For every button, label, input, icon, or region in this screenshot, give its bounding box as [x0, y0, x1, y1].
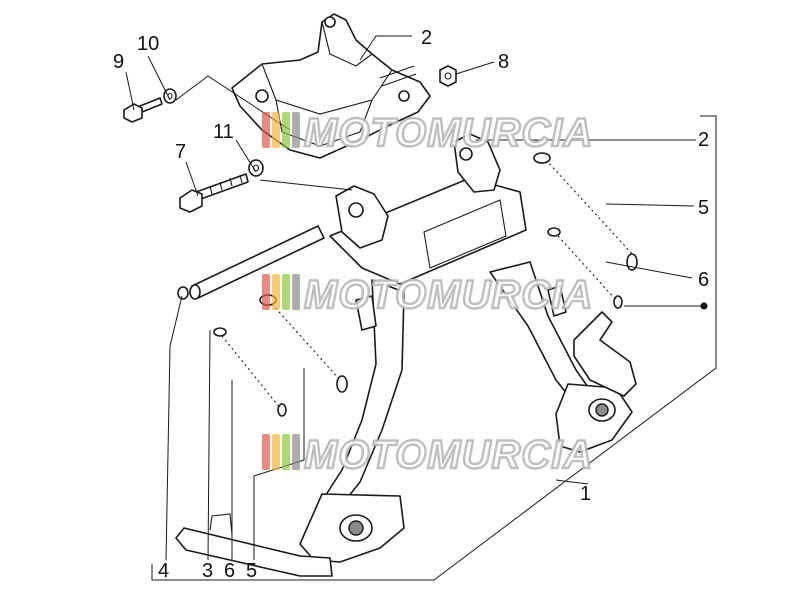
circlip-ring	[177, 286, 189, 300]
callout-11: 11	[213, 121, 234, 143]
callout-3: 3	[202, 560, 213, 582]
callout-7: 7	[175, 141, 186, 163]
callout-10: 10	[137, 33, 159, 55]
watermark-text: MOTOMURCIA	[304, 433, 593, 477]
callout-5-bottom: 5	[246, 560, 257, 582]
watermark-stripe	[282, 434, 290, 470]
watermark-stripe	[262, 112, 270, 148]
spring-upper-large	[533, 152, 638, 271]
watermark-text: MOTOMURCIA	[304, 111, 593, 155]
watermark-stripe	[282, 274, 290, 310]
watermark-stripe	[272, 112, 280, 148]
watermark-stripe	[272, 274, 280, 310]
callout-2-top: 2	[421, 27, 432, 49]
watermark-stripe	[282, 112, 290, 148]
callout-4: 4	[158, 560, 169, 582]
bolt-short	[123, 97, 163, 123]
bolt-long	[179, 173, 249, 213]
watermark-stripe	[292, 434, 300, 470]
watermark-stripe	[262, 434, 270, 470]
watermark-text: MOTOMURCIA	[304, 273, 593, 317]
callout-1: 1	[580, 483, 591, 505]
spring-upper-small	[547, 227, 623, 309]
leader-lines	[125, 35, 717, 581]
watermark-stripe	[262, 274, 270, 310]
hex-nut	[439, 65, 457, 87]
callout-labels: 9 10 2 8 7 11 2 5 6 1 4 3 6 5	[113, 27, 709, 582]
watermark-middle: MOTOMURCIA	[262, 272, 593, 318]
callout-6-bottom: 6	[224, 560, 235, 582]
callout-2-right: 2	[698, 129, 709, 151]
watermark-bottom: MOTOMURCIA	[262, 432, 593, 478]
watermark-stripe	[292, 274, 300, 310]
callout-9: 9	[113, 51, 124, 73]
watermark-stripe	[272, 434, 280, 470]
washer-medium	[248, 159, 264, 177]
pivot-pin	[189, 225, 325, 300]
watermark-stripe	[292, 112, 300, 148]
callout-5-right: 5	[698, 197, 709, 219]
callout-6-right: 6	[698, 269, 709, 291]
center-stand-frame	[175, 133, 637, 577]
mounting-bracket	[231, 13, 431, 159]
spring-lower-small	[213, 327, 287, 417]
callout-8: 8	[498, 51, 509, 73]
watermark-top: MOTOMURCIA	[262, 110, 593, 156]
